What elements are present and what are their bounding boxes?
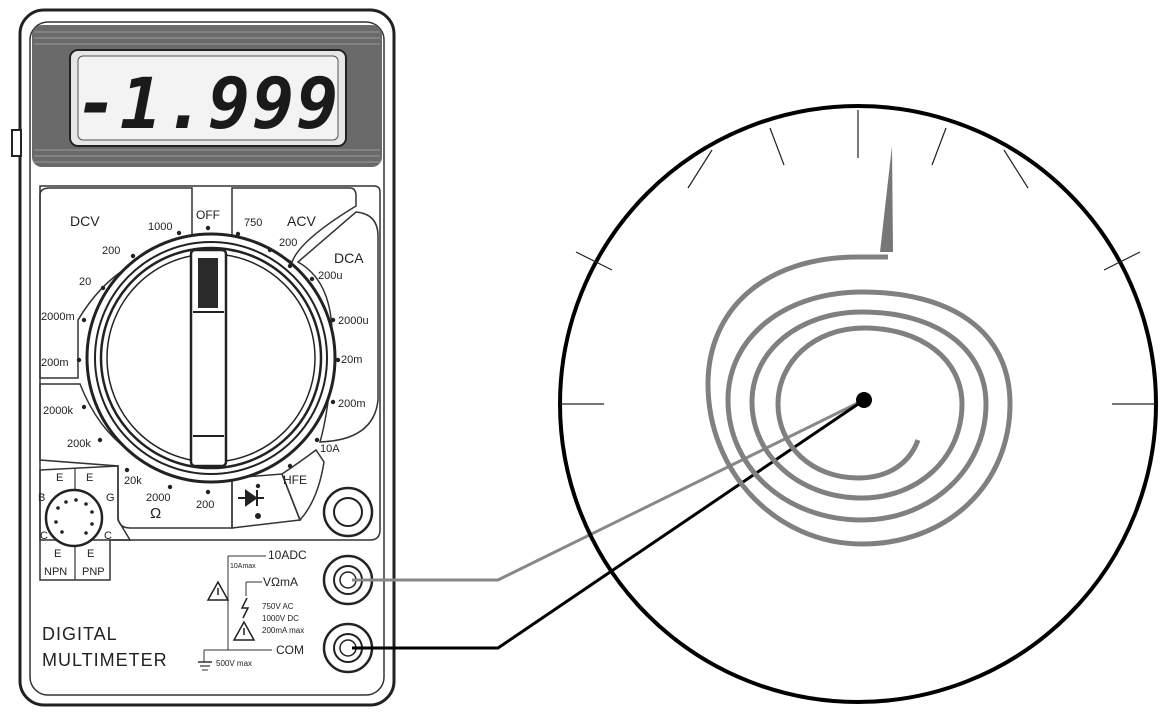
socket-ring[interactable] <box>44 488 104 548</box>
dial-panel <box>39 185 381 541</box>
dcv-range-1000: 1000 <box>148 221 172 233</box>
label-500v-max: 500V max <box>216 659 252 668</box>
dca-range-10a: 10A <box>320 443 340 455</box>
lcd-reading: -1.999 <box>76 63 341 145</box>
socket-frame <box>39 465 132 581</box>
pin-pnp-c: C <box>104 530 112 542</box>
pin-npn-c: C <box>40 530 48 542</box>
label-10amax: 10Amax <box>230 563 256 570</box>
transistor-socket: E B C E E G C E NPN PNP <box>38 465 132 581</box>
hfe-label: HFE <box>283 473 307 487</box>
meter-ticks <box>560 110 1156 405</box>
dial-labels: DCV ACV DCA OFF 1000 200 20 2000m 200m 7… <box>41 208 369 522</box>
meter-hairspring <box>705 254 1013 547</box>
label-1000v-dc: 1000V DC <box>262 614 299 623</box>
ohm-range-20k: 20k <box>124 475 142 487</box>
ohm-symbol: Ω <box>150 505 161 522</box>
label-com: COM <box>276 643 304 657</box>
acv-range-200: 200 <box>279 237 297 249</box>
warning-icon-2 <box>232 620 256 641</box>
label-200ma-max: 200mA max <box>262 626 304 635</box>
bezel-texture <box>34 31 380 163</box>
dca-range-20m: 20m <box>341 354 362 366</box>
pin-pnp-e-top: E <box>86 472 93 484</box>
socket-holes <box>54 498 94 535</box>
dca-range-200u: 200u <box>318 270 342 282</box>
dcv-title: DCV <box>70 213 100 229</box>
label-vohm: VΩmA <box>263 575 298 589</box>
pin-npn-e-top: E <box>56 472 63 484</box>
device-name-line1: DIGITAL <box>42 624 118 644</box>
label-750v-ac: 750V AC <box>262 602 294 611</box>
wire-vohm <box>352 398 865 582</box>
hfe-region <box>281 448 325 522</box>
ohm-range-200: 200 <box>196 499 214 511</box>
dial-knob-grip <box>198 258 218 308</box>
warning-icon <box>206 580 230 601</box>
diode-icon <box>238 489 264 519</box>
dial-ring-3 <box>99 246 323 470</box>
dcv-range-2000m: 2000m <box>41 311 75 323</box>
pin-npn-e-bottom: E <box>54 548 61 560</box>
dca-region <box>296 211 379 443</box>
pin-pnp-e-bottom: E <box>87 548 94 560</box>
high-voltage-icon <box>240 597 250 619</box>
meter-pivot <box>856 392 872 408</box>
dca-range-2000u: 2000u <box>338 315 369 327</box>
device-name-line2: MULTIMETER <box>42 650 168 670</box>
dca-title: DCA <box>334 250 364 266</box>
side-button[interactable] <box>11 129 22 157</box>
dca-range-200m: 200m <box>338 398 366 410</box>
pnp-label: PNP <box>82 566 105 578</box>
ohm-range-2000k: 2000k <box>43 405 73 417</box>
lcd-inner <box>77 55 339 141</box>
label-10adc: 10ADC <box>268 548 307 562</box>
dcv-range-20: 20 <box>79 276 91 288</box>
analog-meter <box>558 104 1158 704</box>
off-label: OFF <box>196 208 220 222</box>
rotary-switch[interactable] <box>85 232 337 484</box>
dcv-range-200: 200 <box>102 245 120 257</box>
npn-label: NPN <box>44 566 67 578</box>
multimeter-inner-frame <box>29 21 385 696</box>
ohm-range-200k: 200k <box>67 438 91 450</box>
range-dots <box>76 225 341 495</box>
pin-npn-b: B <box>38 492 45 504</box>
acv-title: ACV <box>287 213 316 229</box>
jack-labels: 10ADC 10Amax VΩmA 750V AC 1000V DC 200mA… <box>198 548 307 671</box>
pin-pnp-g: G <box>106 492 115 504</box>
meter-pointer <box>880 146 893 252</box>
multimeter: -1.999 DCV ACV DCA OFF 1000 200 2 <box>11 8 396 707</box>
dcv-range-200m: 200m <box>41 357 69 369</box>
dial-ring-2 <box>94 241 328 475</box>
acv-range-750: 750 <box>244 217 262 229</box>
ohm-range-2000: 2000 <box>146 492 170 504</box>
jack-10adc[interactable] <box>322 486 374 538</box>
